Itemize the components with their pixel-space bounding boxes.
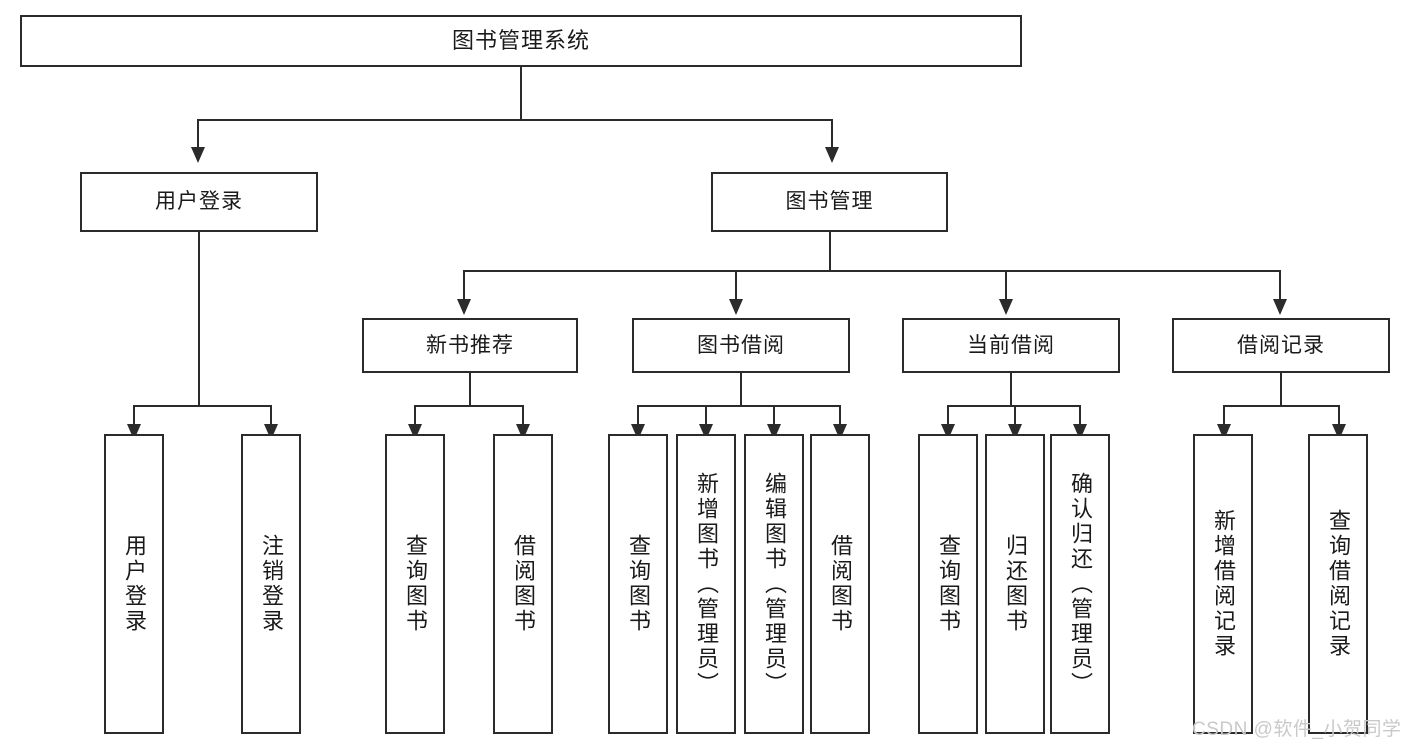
node-label: 用户登录 [122,534,147,634]
leaf-newbook-query-book[interactable]: 查询图书 [385,434,445,734]
connector-bookmanage-drop-3 [1005,270,1007,300]
connector-borrowrecord-bus [1223,405,1340,407]
connector-userlogin-stem [198,232,200,406]
connector-userlogin-drop-2 [270,405,272,427]
node-root-system[interactable]: 图书管理系统 [20,15,1022,67]
connector-root-bus [197,119,833,121]
leaf-currentborrow-return-book[interactable]: 归还图书 [985,434,1045,734]
arrowhead-book-manage [825,147,839,163]
connector-currentborrow-drop-3 [1079,405,1081,427]
connector-userlogin-drop-1 [133,405,135,427]
leaf-logout[interactable]: 注销登录 [241,434,301,734]
leaf-borrowrecord-add-record[interactable]: 新增借阅记录 [1193,434,1253,734]
connector-borrowrecord-stem [1280,373,1282,406]
node-label: 查询图书 [626,534,651,634]
node-label: 图书管理 [785,190,874,214]
node-label: 新书推荐 [426,333,514,357]
node-label: 当前借阅 [967,333,1055,357]
arrowhead-new-book-recommend [457,299,471,315]
connector-bookmanage-bus [463,270,1280,272]
node-label: 注销登录 [259,534,284,634]
connector-bookborrow-stem [740,373,742,406]
connector-bookborrow-drop-4 [839,405,841,427]
connector-currentborrow-drop-1 [947,405,949,427]
leaf-bookborrow-add-book[interactable]: 新增图书（管理员） [676,434,736,734]
connector-bookborrow-drop-2 [705,405,707,427]
connector-currentborrow-drop-2 [1014,405,1016,427]
leaf-borrowrecord-query-record[interactable]: 查询借阅记录 [1308,434,1368,734]
connector-root-stem [520,67,522,120]
node-user-login[interactable]: 用户登录 [80,172,318,232]
node-label: 借阅图书 [511,534,536,634]
connector-userlogin-bus [133,405,272,407]
connector-borrowrecord-drop-1 [1223,405,1225,427]
node-new-book-recommend[interactable]: 新书推荐 [362,318,578,373]
arrowhead-borrow-record [1273,299,1287,315]
node-label: 新增借阅记录 [1211,509,1236,659]
leaf-currentborrow-query-book[interactable]: 查询图书 [918,434,978,734]
connector-bookmanage-drop-2 [735,270,737,300]
leaf-currentborrow-confirm-return[interactable]: 确认归还（管理员） [1050,434,1110,734]
leaf-bookborrow-borrow-book[interactable]: 借阅图书 [810,434,870,734]
node-label: 借阅图书 [828,534,853,634]
node-book-management[interactable]: 图书管理 [711,172,948,232]
node-label: 新增图书（管理员） [694,471,719,697]
leaf-bookborrow-edit-book[interactable]: 编辑图书（管理员） [744,434,804,734]
node-label: 确认归还（管理员） [1068,471,1093,697]
connector-borrowrecord-drop-2 [1338,405,1340,427]
node-borrow-record[interactable]: 借阅记录 [1172,318,1390,373]
connector-newbook-bus [414,405,524,407]
node-label: 归还图书 [1003,534,1028,634]
node-label: 查询图书 [403,534,428,634]
connector-root-drop-left [197,119,199,147]
connector-bookborrow-drop-1 [637,405,639,427]
arrowhead-user-login [191,147,205,163]
connector-bookborrow-drop-3 [773,405,775,427]
connector-newbook-stem [469,373,471,406]
connector-bookmanage-drop-4 [1279,270,1281,300]
node-label: 查询图书 [936,534,961,634]
node-label: 图书管理系统 [451,27,590,53]
connector-root-drop-right [831,119,833,147]
leaf-bookborrow-query-book[interactable]: 查询图书 [608,434,668,734]
connector-newbook-drop-1 [414,405,416,427]
node-label: 编辑图书（管理员） [762,471,787,697]
node-label: 查询借阅记录 [1326,509,1351,659]
arrowhead-current-borrow [999,299,1013,315]
connector-bookmanage-drop-1 [463,270,465,300]
leaf-user-login[interactable]: 用户登录 [104,434,164,734]
node-current-borrow[interactable]: 当前借阅 [902,318,1120,373]
node-label: 借阅记录 [1237,333,1325,357]
arrowhead-book-borrow [729,299,743,315]
connector-bookmanage-stem [829,232,831,271]
connector-currentborrow-stem [1010,373,1012,406]
node-label: 用户登录 [155,190,243,214]
connector-newbook-drop-2 [522,405,524,427]
connector-bookborrow-bus [637,405,841,407]
node-book-borrow[interactable]: 图书借阅 [632,318,850,373]
node-label: 图书借阅 [697,333,785,357]
leaf-newbook-borrow-book[interactable]: 借阅图书 [493,434,553,734]
